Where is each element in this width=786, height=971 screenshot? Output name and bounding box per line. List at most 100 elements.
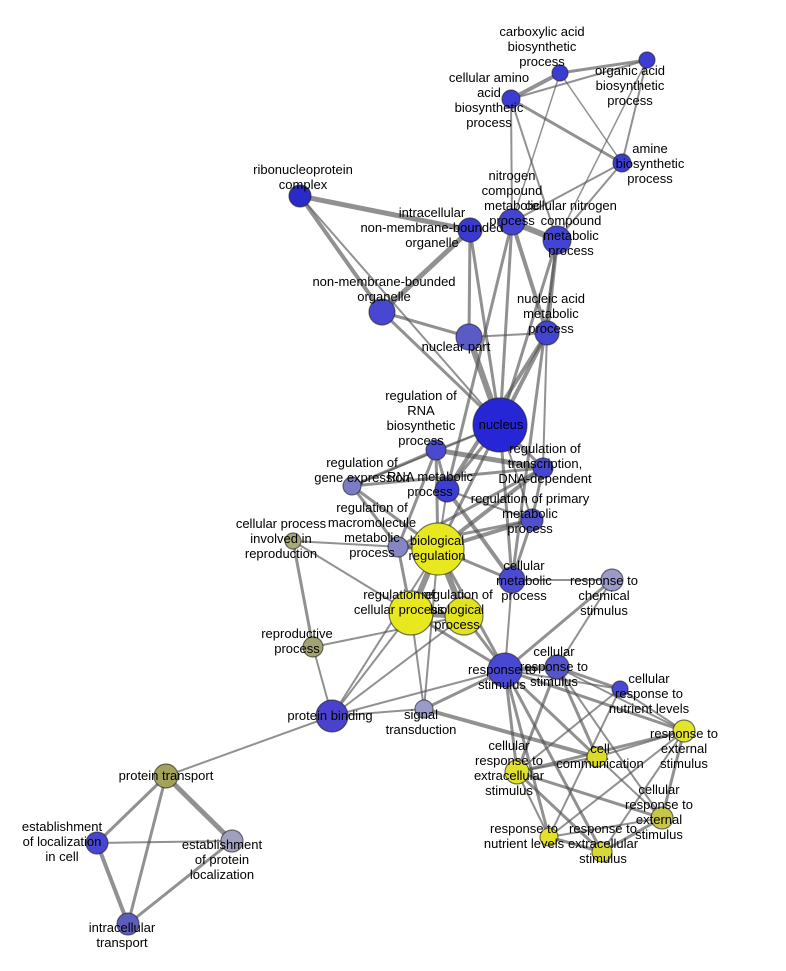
node-reg-rna-biosynthetic[interactable]: [425, 439, 447, 461]
edge-reg-rna-biosynthetic--reg-transcription-dna-dep: [433, 447, 546, 471]
node-nmb-organelle[interactable]: [368, 298, 396, 326]
edge-response-stimulus--protein-binding: [331, 669, 506, 717]
edge-est-localization-in-cell--est-protein-localization: [96, 840, 233, 844]
node-reg-cellular-process[interactable]: [388, 590, 434, 636]
node-intracellular-transport[interactable]: [116, 912, 140, 936]
node-est-protein-localization[interactable]: [220, 829, 244, 853]
edge-response-stimulus--cell-communication: [503, 668, 599, 759]
edge-cellular-response-external--response-nutrient: [548, 817, 663, 838]
node-protein-binding[interactable]: [315, 699, 349, 733]
node-reg-macromolecule-metabolic[interactable]: [387, 536, 409, 558]
node-cellular-response-stimulus[interactable]: [544, 654, 570, 680]
edge-organic-acid-biosynthetic--cellular-amino-acid-biosynthetic: [510, 59, 648, 100]
node-carboxylic-acid-biosynthetic[interactable]: [551, 64, 569, 82]
edge-cellular-amino-acid-biosynthetic--cellular-nitrogen-compound-metabolic: [510, 98, 558, 241]
node-cellular-nitrogen-compound-metabolic[interactable]: [542, 225, 572, 255]
node-response-external[interactable]: [672, 719, 696, 743]
edge-cellular-process-reproduction--reproductive-process: [291, 539, 315, 649]
edge-reg-rna-biosynthetic--reg-gene-expression: [350, 448, 438, 488]
node-reg-primary-metabolic[interactable]: [520, 508, 544, 532]
edge-cellular-response-stimulus--cellular-response-external: [556, 666, 663, 819]
node-nucleus[interactable]: [472, 397, 528, 453]
node-signal-transduction[interactable]: [414, 699, 434, 719]
node-cellular-metabolic[interactable]: [498, 566, 526, 594]
edge-response-stimulus--response-nutrient: [503, 668, 551, 839]
node-reproductive-process[interactable]: [302, 636, 324, 658]
node-cellular-amino-acid-biosynthetic[interactable]: [501, 89, 521, 109]
edge-reg-transcription-dna-dep--reg-gene-expression: [350, 466, 545, 488]
edge-nitrogen-compound-metabolic--nucleus: [498, 220, 514, 427]
edge-cellular-response-stimulus--cell-communication: [555, 665, 599, 759]
node-reg-transcription-dna-dep[interactable]: [532, 457, 554, 479]
node-cellular-response-nutrient[interactable]: [611, 680, 629, 698]
edge-cellular-response-nutrient--response-external: [619, 688, 685, 732]
edge-response-external--cellular-response-external: [660, 729, 686, 820]
node-reg-gene-expression[interactable]: [342, 476, 362, 496]
node-protein-transport[interactable]: [153, 763, 179, 789]
node-nucleic-acid-metabolic[interactable]: [534, 320, 560, 346]
edge-carboxylic-acid-biosynthetic--organic-acid-biosynthetic: [558, 58, 649, 75]
node-est-localization-in-cell[interactable]: [85, 831, 109, 855]
edge-intracellular-nmb-organelle--nuclear-part: [467, 228, 472, 339]
edge-reg-cellular-process--cellular-process-reproduction: [292, 540, 412, 614]
node-organic-acid-biosynthetic[interactable]: [638, 51, 656, 69]
edge-response-external--response-nutrient: [548, 730, 685, 838]
node-nitrogen-compound-metabolic[interactable]: [498, 208, 526, 236]
node-amine-biosynthetic[interactable]: [612, 153, 632, 173]
edge-est-protein-localization--intracellular-transport: [126, 839, 234, 926]
node-cellular-response-external[interactable]: [650, 806, 674, 830]
node-cellular-process-reproduction[interactable]: [284, 532, 302, 550]
edge-response-chemical--cellular-response-stimulus: [556, 579, 613, 668]
edge-response-chemical--response-stimulus: [503, 578, 614, 672]
node-cellular-response-extracellular[interactable]: [504, 759, 530, 785]
node-response-stimulus[interactable]: [487, 652, 523, 688]
node-response-extracellular[interactable]: [591, 841, 613, 863]
edge-nitrogen-compound-metabolic--nucleic-acid-metabolic: [510, 220, 549, 335]
edge-signal-transduction--cell-communication: [422, 707, 599, 759]
edge-carboxylic-acid-biosynthetic--amine-biosynthetic: [559, 72, 623, 164]
edge-est-localization-in-cell--intracellular-transport: [95, 841, 130, 926]
edge-cellular-response-extracellular--cellular-response-external: [515, 770, 664, 820]
node-cell-communication[interactable]: [586, 746, 608, 768]
node-nuclear-part[interactable]: [455, 323, 483, 351]
label-nuclear-part: nuclear part: [422, 339, 491, 354]
node-response-chemical[interactable]: [600, 568, 624, 592]
node-reg-biological-process[interactable]: [444, 596, 484, 636]
edge-cellular-response-nutrient--cellular-response-extracellular: [516, 688, 621, 773]
node-response-nutrient[interactable]: [539, 827, 559, 847]
edge-cellular-response-extracellular--response-extracellular: [515, 770, 604, 854]
edge-cell-communication--cellular-response-external: [596, 756, 663, 819]
edge-cellular-amino-acid-biosynthetic--nitrogen-compound-metabolic: [510, 98, 513, 223]
edge-response-stimulus--response-external: [503, 668, 686, 733]
node-biological-regulation[interactable]: [411, 522, 465, 576]
node-intracellular-nmb-organelle[interactable]: [457, 217, 483, 243]
node-rna-metabolic[interactable]: [434, 477, 460, 503]
edge-organic-acid-biosynthetic--cellular-nitrogen-compound-metabolic: [556, 59, 648, 241]
edge-intracellular-nmb-organelle--nucleus: [468, 228, 502, 427]
label-nucleus: nucleus: [479, 417, 524, 432]
edge-reg-biological-process--reproductive-process: [312, 615, 465, 648]
node-ribonucleoprotein-complex[interactable]: [288, 184, 312, 208]
